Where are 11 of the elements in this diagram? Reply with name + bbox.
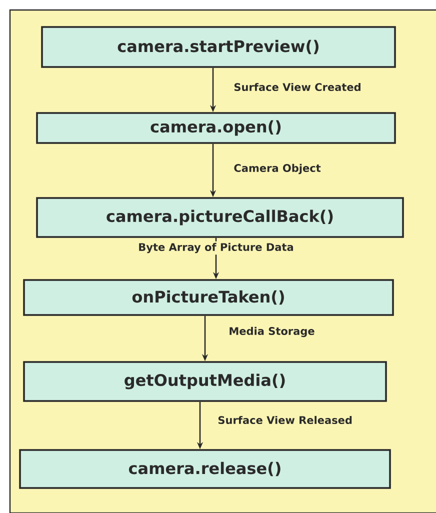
edge-label: Media Storage: [227, 325, 316, 339]
edge-label: Surface View Released: [216, 414, 354, 426]
process-box: onPictureTaken(): [23, 279, 394, 316]
process-box: camera.pictureCallBack(): [36, 197, 404, 238]
process-box: camera.release(): [19, 449, 391, 489]
edge-label: Camera Object: [232, 162, 322, 176]
process-box: camera.open(): [36, 112, 396, 144]
edge-label: Surface View Created: [232, 81, 363, 93]
process-box: camera.startPreview(): [41, 26, 396, 68]
edge-label: Byte Array of Picture Data: [136, 241, 296, 255]
process-box: getOutputMedia(): [23, 361, 387, 402]
